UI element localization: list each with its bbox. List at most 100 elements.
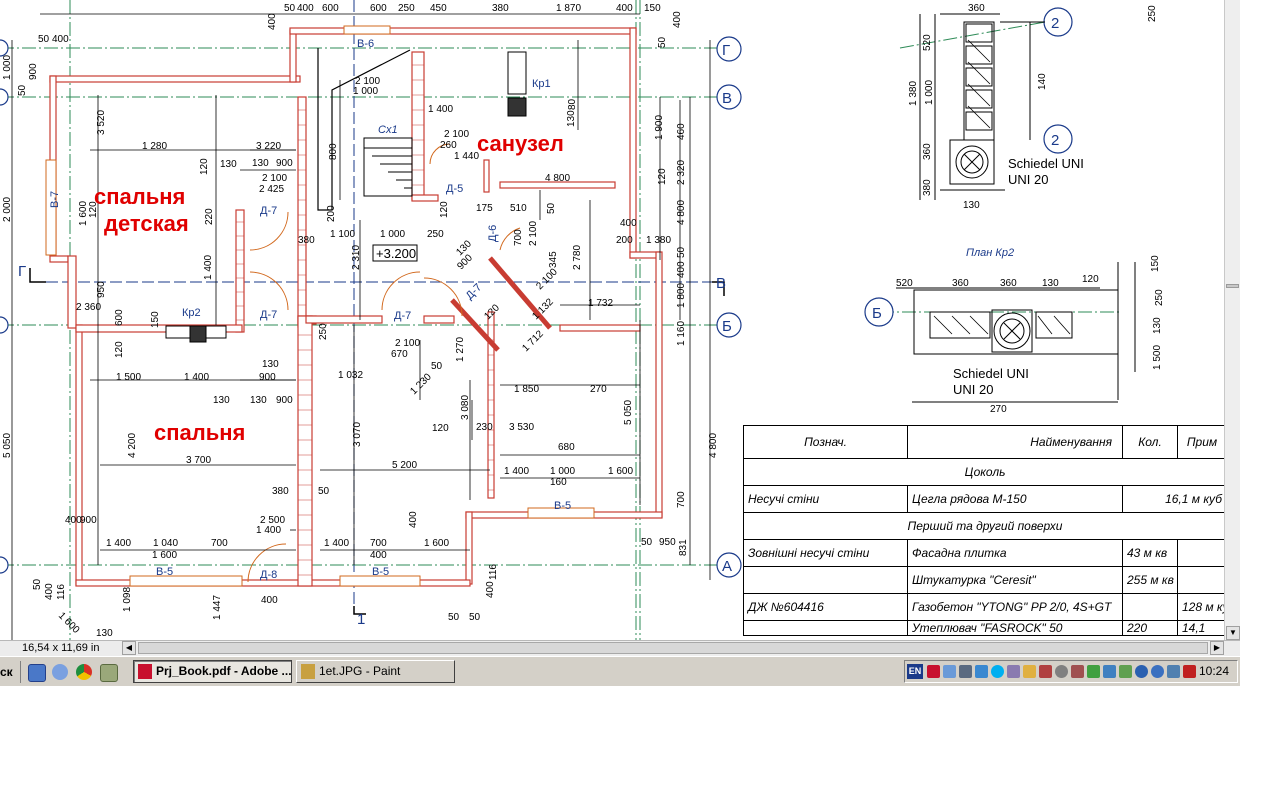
tray-info-icon[interactable] — [1135, 665, 1148, 678]
dimension-label: 510 — [510, 203, 527, 214]
room-label: санузел — [477, 131, 564, 156]
dimension-label: 1 712 — [520, 328, 546, 354]
tray-app-icon[interactable] — [1119, 665, 1132, 678]
tray-app-icon[interactable] — [1151, 665, 1164, 678]
tray-app-icon[interactable] — [1071, 665, 1084, 678]
windows-taskbar: ск Prj_Book.pdf - Adobe ... 1et.JPG - Pa… — [0, 656, 1240, 686]
element-tag: Кр1 — [532, 78, 551, 90]
dimension-label: 1 870 — [556, 3, 581, 14]
windows — [45, 25, 595, 587]
tray-folder-icon[interactable] — [1023, 665, 1036, 678]
dimension-label: 3 080 — [460, 395, 471, 420]
page-size-readout: 16,54 x 11,69 in — [22, 642, 100, 654]
tray-app-icon[interactable] — [1055, 665, 1068, 678]
tray-volume-icon[interactable] — [959, 665, 972, 678]
level-mark: +3.200 — [376, 246, 416, 261]
dimension-label: 50 — [657, 36, 668, 48]
task-button-label: Prj_Book.pdf - Adobe ... — [156, 664, 292, 678]
dimension-label: 220 — [204, 208, 215, 225]
dimension-label: 130 — [213, 395, 230, 406]
dimension-label: 600 — [370, 3, 387, 14]
element-tag: Д-7 — [464, 281, 485, 302]
dimension-label: 900 — [276, 395, 293, 406]
dimension-label: 1 600 — [152, 550, 177, 561]
task-button-paint[interactable]: 1et.JPG - Paint — [296, 660, 455, 683]
scroll-left-arrow-icon[interactable]: ◀ — [122, 641, 136, 655]
dimension-label: 130 — [1152, 317, 1163, 334]
dimension-label: 50 — [284, 3, 296, 14]
task-button-adobe-reader[interactable]: Prj_Book.pdf - Adobe ... — [133, 660, 292, 683]
tray-network-icon[interactable] — [975, 665, 988, 678]
axis-markers — [0, 7, 1073, 578]
dimension-label: 5 050 — [623, 400, 634, 425]
dimension-label: 1 400 — [203, 255, 214, 280]
table-row: ДЖ №604416 Газобетон "YTONG" PP 2/0, 4S+… — [743, 593, 1227, 621]
dimension-label: 200 — [326, 205, 337, 222]
system-tray: EN 10:24 — [904, 660, 1238, 683]
spec-cell: 43 м кв — [1122, 539, 1178, 567]
dimension-label: 130 — [963, 200, 980, 211]
dimension-label: 130 — [250, 395, 267, 406]
dimension-label: 4 800 — [708, 433, 719, 458]
dimension-label: 130 — [252, 158, 269, 169]
chrome-icon[interactable] — [76, 664, 92, 680]
spec-section-plinth: Цоколь — [743, 458, 1227, 486]
dimension-label: 2 000 — [2, 197, 13, 222]
element-tag: В-6 — [357, 38, 374, 50]
dimension-label: 360 — [1000, 278, 1017, 289]
dimension-label: 4 800 — [676, 200, 687, 225]
chimney-detail-top — [919, 13, 1045, 200]
scroll-right-arrow-icon[interactable]: ▶ — [1210, 641, 1224, 655]
element-tag: Кр2 — [182, 307, 201, 319]
dimension-label: 2 320 — [676, 160, 687, 185]
tray-app-icon[interactable] — [1103, 665, 1116, 678]
dimension-label: 2 310 — [351, 245, 362, 270]
dimension-label: 50 — [469, 612, 481, 623]
dimension-label: 250 — [1147, 5, 1158, 22]
spec-cell: Фасадна плитка — [907, 539, 1123, 567]
dimension-label: 140 — [1037, 73, 1048, 90]
dimension-label: 50 — [318, 486, 330, 497]
chimney-detail-plan — [896, 262, 1136, 403]
dimension-label: 130 — [220, 159, 237, 170]
dimension-label: 900 — [259, 372, 276, 383]
axis-marker-label: Б — [872, 305, 882, 322]
language-indicator[interactable]: EN — [907, 664, 923, 679]
dimension-label: 2 100 — [528, 221, 539, 246]
horizontal-scroll-thumb[interactable] — [138, 642, 1208, 654]
dimension-label: 120 — [114, 341, 125, 358]
spec-cell: 220 — [1122, 620, 1178, 636]
tray-app-icon[interactable] — [1007, 665, 1020, 678]
axis-marker-label: А — [722, 558, 732, 575]
horizontal-scrollbar[interactable]: ◀ ▶ — [122, 641, 1224, 656]
tray-app-icon[interactable] — [927, 665, 940, 678]
tray-app-icon[interactable] — [1183, 665, 1196, 678]
dimension-label: 800 — [328, 143, 339, 160]
dimension-label: 1 098 — [122, 587, 133, 612]
dimension-label: 150 — [150, 311, 161, 328]
tray-app-icon[interactable] — [943, 665, 956, 678]
scroll-down-arrow-icon[interactable]: ▼ — [1226, 626, 1240, 640]
vertical-scroll-thumb[interactable] — [1226, 284, 1239, 288]
tray-app-icon[interactable] — [1039, 665, 1052, 678]
dimension-label: 3 530 — [509, 422, 534, 433]
dimension-label: 130 — [1042, 278, 1059, 289]
start-button[interactable]: ск — [0, 661, 21, 683]
dimension-label: 1 447 — [212, 595, 223, 620]
dimension-label: 50 — [546, 202, 557, 214]
tray-app-icon[interactable] — [1167, 665, 1180, 678]
vertical-scrollbar[interactable]: ▼ — [1224, 0, 1240, 640]
show-desktop-icon[interactable] — [28, 664, 46, 682]
tray-app-icon[interactable] — [1087, 665, 1100, 678]
dimension-label: 50 — [17, 84, 28, 96]
axis-marker-label: В — [722, 90, 732, 107]
dimension-label: 1 400 — [184, 372, 209, 383]
browser-icon[interactable] — [52, 664, 68, 680]
utility-icon[interactable] — [100, 664, 118, 682]
level-mark-box — [372, 244, 418, 262]
spec-header-row: Познач. Найменування Кол. Прим — [743, 425, 1227, 459]
dimension-label: 700 — [370, 538, 387, 549]
tray-skype-icon[interactable] — [991, 665, 1004, 678]
dimension-label: 130 — [96, 628, 113, 639]
